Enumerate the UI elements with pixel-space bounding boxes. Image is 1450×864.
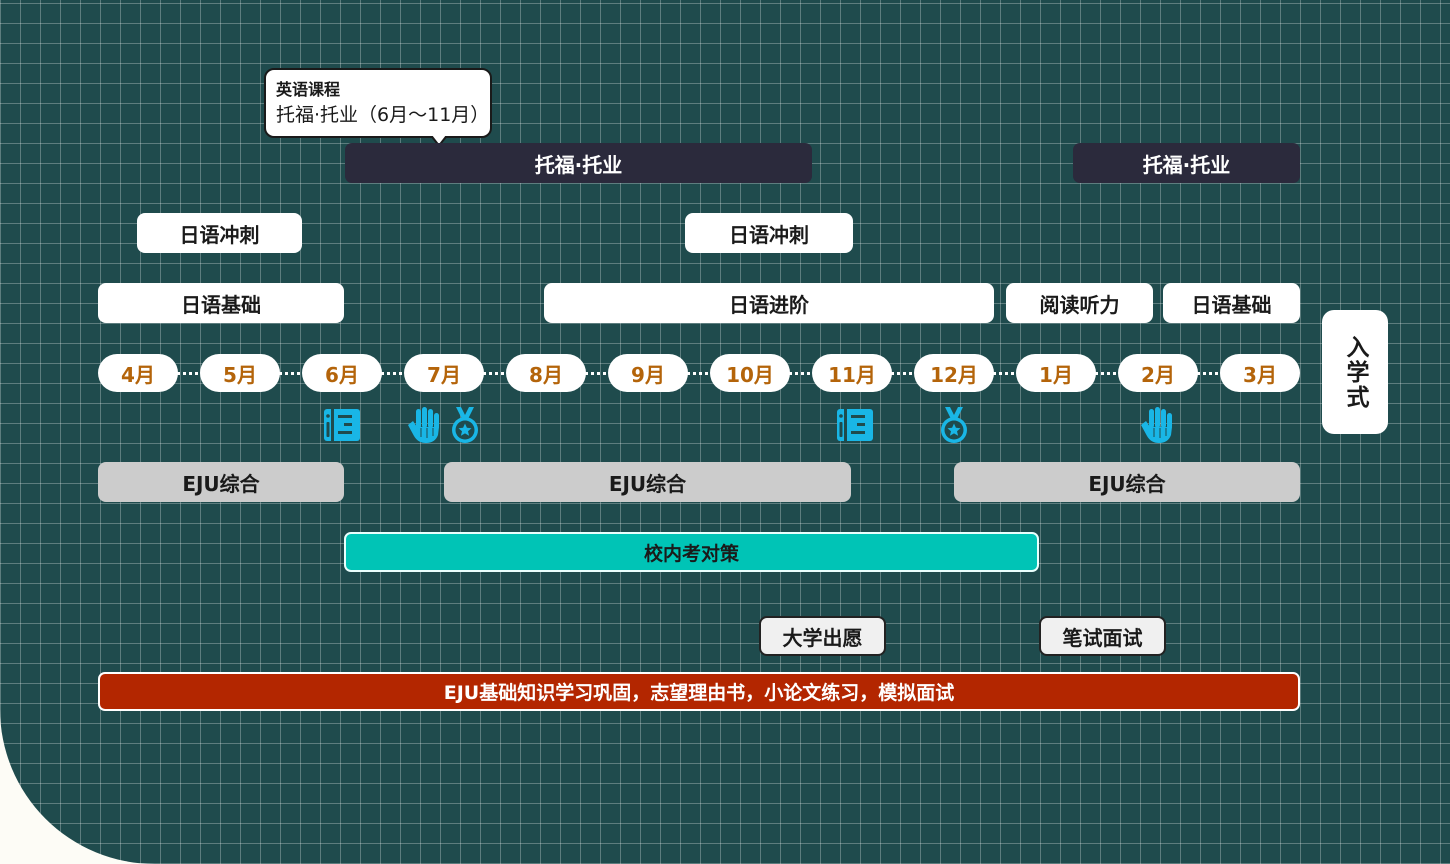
hand-raise-icon bbox=[1141, 407, 1172, 443]
month-pill: 6月 bbox=[302, 354, 382, 392]
month-pill: 12月 bbox=[914, 354, 994, 392]
japanese-advanced: 日语进阶 bbox=[544, 283, 994, 323]
callout-title: 英语课程 bbox=[276, 80, 341, 99]
eju-block-3: EJU综合 bbox=[954, 462, 1300, 502]
english-bar-toefl-1: 托福·托业 bbox=[345, 143, 812, 183]
month-pill: 8月 bbox=[506, 354, 586, 392]
hand-raise-icon bbox=[408, 407, 439, 443]
month-pill: 2月 bbox=[1118, 354, 1198, 392]
english-bar-toefl-2: 托福·托业 bbox=[1073, 143, 1300, 183]
written-interview-exam: 笔试面试 bbox=[1039, 616, 1166, 656]
month-pill: 9月 bbox=[608, 354, 688, 392]
application-form-icon bbox=[324, 409, 360, 441]
medal-icon bbox=[941, 407, 967, 443]
month-pill: 4月 bbox=[98, 354, 178, 392]
english-course-callout: 英语课程 托福·托业（6月～11月） bbox=[264, 68, 492, 138]
enrollment-ceremony: 入学式 bbox=[1322, 310, 1388, 434]
university-application: 大学出愿 bbox=[759, 616, 886, 656]
callout-text: 托福·托业（6月～11月） bbox=[276, 104, 490, 126]
month-pill: 7月 bbox=[404, 354, 484, 392]
school-exam-prep-bar: 校内考对策 bbox=[344, 532, 1039, 572]
callout-tail-fill bbox=[432, 135, 446, 144]
japanese-basic-1: 日语基础 bbox=[98, 283, 344, 323]
study-plan-bottom-bar: EJU基础知识学习巩固，志望理由书，小论文练习，模拟面试 bbox=[98, 672, 1300, 711]
reading-listening: 阅读听力 bbox=[1006, 283, 1153, 323]
japanese-sprint-1: 日语冲刺 bbox=[137, 213, 302, 253]
japanese-sprint-2: 日语冲刺 bbox=[685, 213, 853, 253]
application-form-icon bbox=[837, 409, 873, 441]
month-pill: 1月 bbox=[1016, 354, 1096, 392]
eju-block-1: EJU综合 bbox=[98, 462, 344, 502]
month-pill: 3月 bbox=[1220, 354, 1300, 392]
japanese-basic-2: 日语基础 bbox=[1163, 283, 1300, 323]
eju-block-2: EJU综合 bbox=[444, 462, 851, 502]
month-pill: 11月 bbox=[812, 354, 892, 392]
timeline-dotted-line bbox=[136, 372, 1260, 375]
month-pill: 10月 bbox=[710, 354, 790, 392]
medal-icon bbox=[452, 407, 478, 443]
month-pill: 5月 bbox=[200, 354, 280, 392]
